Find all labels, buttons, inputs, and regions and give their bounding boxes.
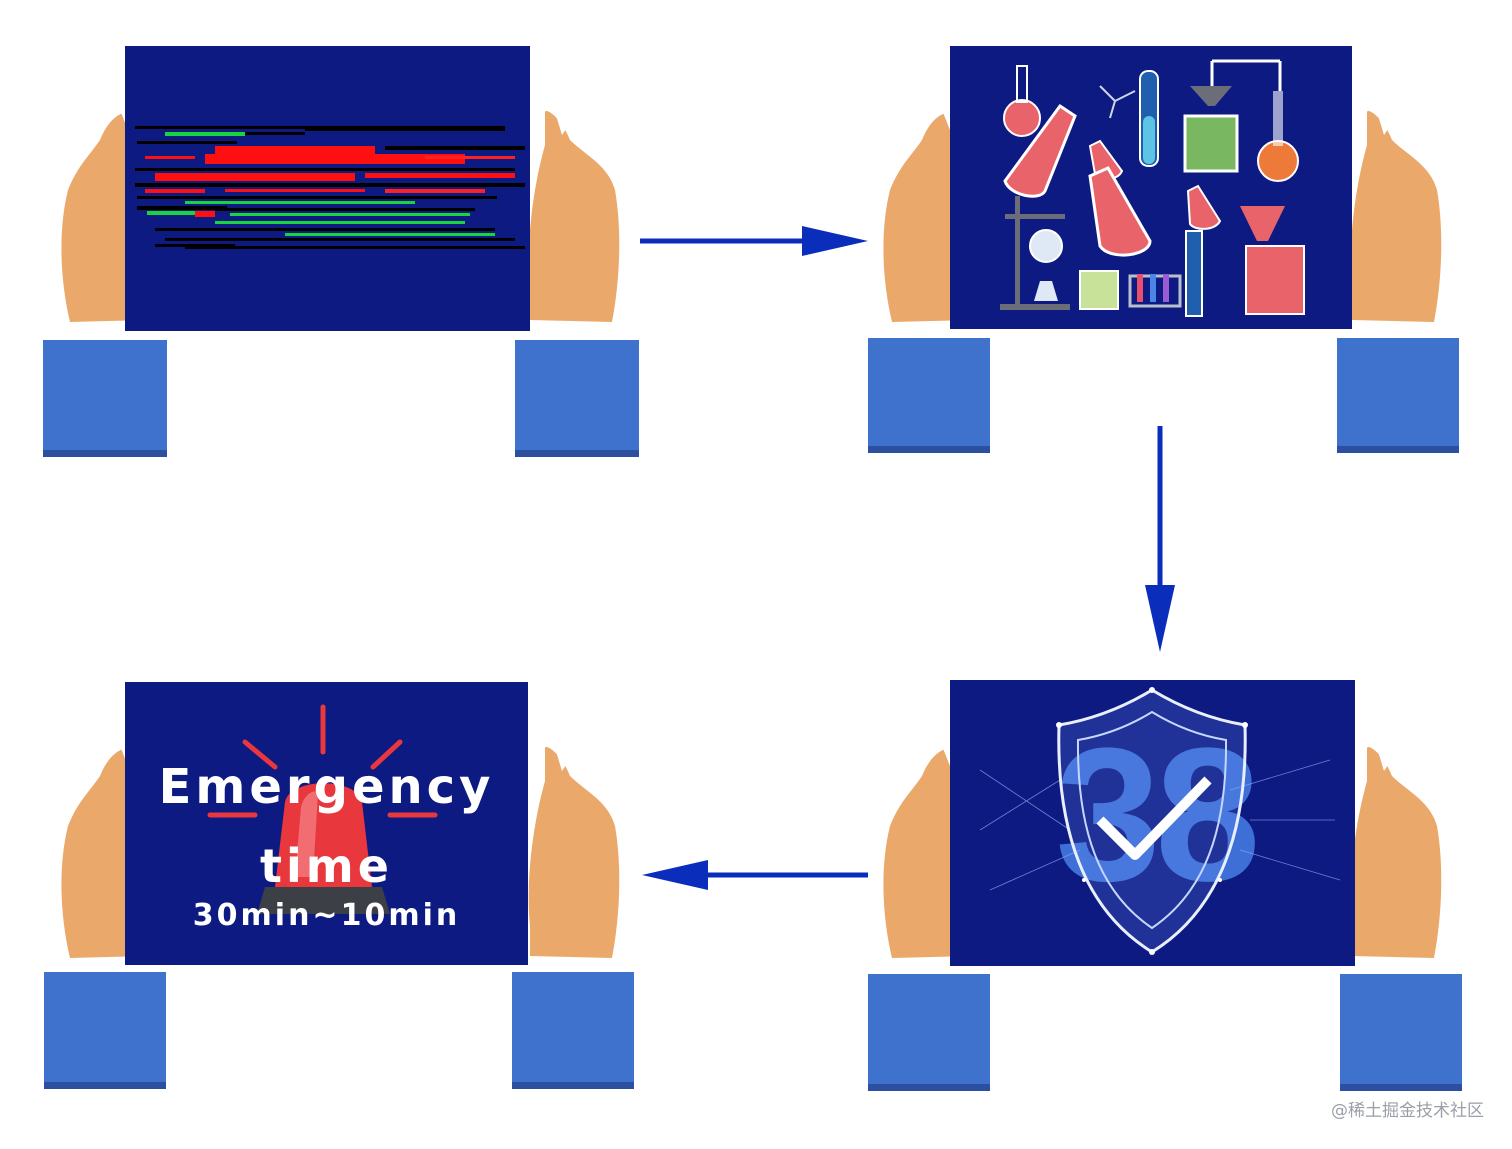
step-panel-security: 38: [862, 676, 1502, 1136]
lab-screen: [950, 46, 1352, 329]
siren-icon: [207, 704, 438, 914]
emergency-title-line1: Emergency: [158, 759, 495, 815]
emergency-screen: Emergency time 30min~10min: [125, 682, 528, 965]
emergency-title-line2: time: [260, 839, 393, 893]
step-panel-code: [40, 40, 680, 500]
emergency-duration: 30min~10min: [192, 898, 461, 933]
security-screen: 38: [950, 680, 1355, 966]
stack-trace-lines-illustration: [135, 126, 525, 249]
code-screen: [125, 46, 530, 331]
watermark: @稀土掘金技术社区: [1331, 1101, 1484, 1121]
step-panel-lab: [862, 40, 1502, 500]
shield-check-icon: [979, 687, 1341, 955]
lab-equipment-illustration: [1000, 59, 1305, 317]
step-panel-emergency: Emergency time 30min~10min: [40, 676, 680, 1136]
